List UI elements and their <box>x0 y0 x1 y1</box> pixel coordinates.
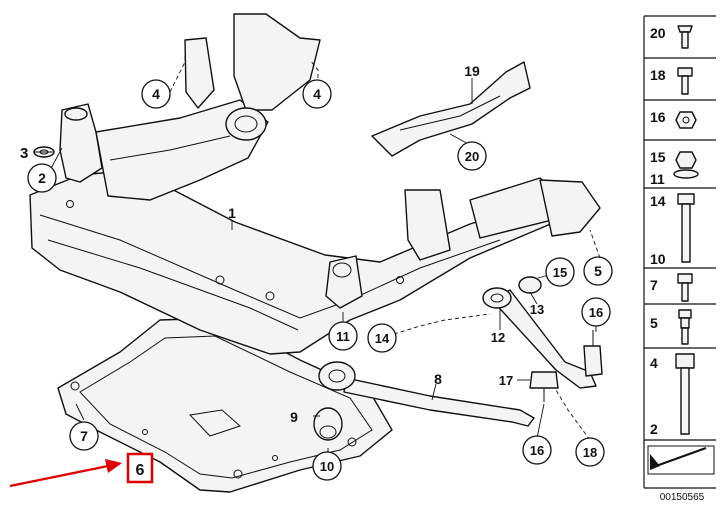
label-5: 5 <box>594 263 602 279</box>
callout-circle-16-top <box>581 297 611 327</box>
side-label-7: 7 <box>650 277 658 293</box>
highlight-arrow-head <box>105 459 122 473</box>
callout-circle-16-bottom <box>522 435 552 465</box>
side-label-5: 5 <box>650 315 658 331</box>
control-arm-part-12 <box>482 276 603 389</box>
callout-circle-7 <box>69 421 99 451</box>
side-label-2: 2 <box>650 421 658 437</box>
front-axle-subframe <box>29 13 601 355</box>
label-12: 12 <box>491 330 505 345</box>
callout-circle-20 <box>457 141 487 171</box>
diagram-code: 00150565 <box>660 492 705 503</box>
side-label-16: 16 <box>650 109 666 125</box>
callout-circle-4-right <box>302 79 332 109</box>
callout-circle-11 <box>328 321 358 351</box>
callout-circle-2 <box>27 163 57 193</box>
side-label-18: 18 <box>650 67 666 83</box>
label-1: 1 <box>228 205 236 221</box>
stud-bolt-icon <box>678 309 692 345</box>
tension-strut-part-8 <box>313 361 535 441</box>
label-16-top: 16 <box>589 305 603 320</box>
label-11: 11 <box>336 329 350 344</box>
label-8: 8 <box>434 371 442 387</box>
short-bolt-icon <box>677 273 693 302</box>
callout-circle-10 <box>312 451 342 481</box>
underbody-skid-plate <box>57 317 393 493</box>
label-10: 10 <box>320 459 334 474</box>
callout-circle-18 <box>575 437 605 467</box>
callout-labels: 3 2 4 4 1 19 20 15 5 13 16 12 11 14 8 17… <box>9 63 613 488</box>
side-label-10: 10 <box>650 251 666 267</box>
label-9: 9 <box>290 409 298 425</box>
label-14: 14 <box>375 331 390 346</box>
label-20: 20 <box>465 149 479 164</box>
side-label-20: 20 <box>650 25 666 41</box>
label-6: 6 <box>136 462 145 479</box>
label-2: 2 <box>38 170 46 186</box>
side-label-14: 14 <box>650 193 666 209</box>
highlight-box-6 <box>126 452 154 484</box>
callout-circle-5 <box>583 256 613 286</box>
highlight-arrow-line <box>9 464 109 488</box>
ball-joint-part-17 <box>529 371 559 402</box>
label-4-right: 4 <box>313 86 321 102</box>
screw-icon <box>677 25 693 49</box>
label-13: 13 <box>530 302 544 317</box>
label-7: 7 <box>80 428 88 444</box>
flange-bolt-icon <box>677 67 693 95</box>
fastener-side-panel: 20 18 16 15 11 14 10 7 5 4 2 <box>643 15 716 503</box>
callout-circle-15 <box>545 257 575 287</box>
label-18: 18 <box>583 445 597 460</box>
long-bolt-icon <box>677 193 695 263</box>
label-15: 15 <box>553 265 567 280</box>
side-label-4: 4 <box>650 355 658 371</box>
side-label-15: 15 <box>650 149 666 165</box>
callout-circle-14 <box>367 323 397 353</box>
label-17: 17 <box>499 373 513 388</box>
label-16-bottom: 16 <box>530 443 544 458</box>
hex-nut-icon <box>675 111 697 129</box>
air-duct-part-19 <box>371 61 531 157</box>
label-19: 19 <box>464 63 480 79</box>
hex-head-bolt-icon <box>675 353 695 435</box>
label-4-left: 4 <box>152 86 160 102</box>
label-3: 3 <box>20 145 28 162</box>
flange-nut-icon <box>673 151 699 179</box>
side-label-11: 11 <box>650 171 665 187</box>
direction-arrow-icon <box>647 445 715 475</box>
callout-circle-4-left <box>141 79 171 109</box>
